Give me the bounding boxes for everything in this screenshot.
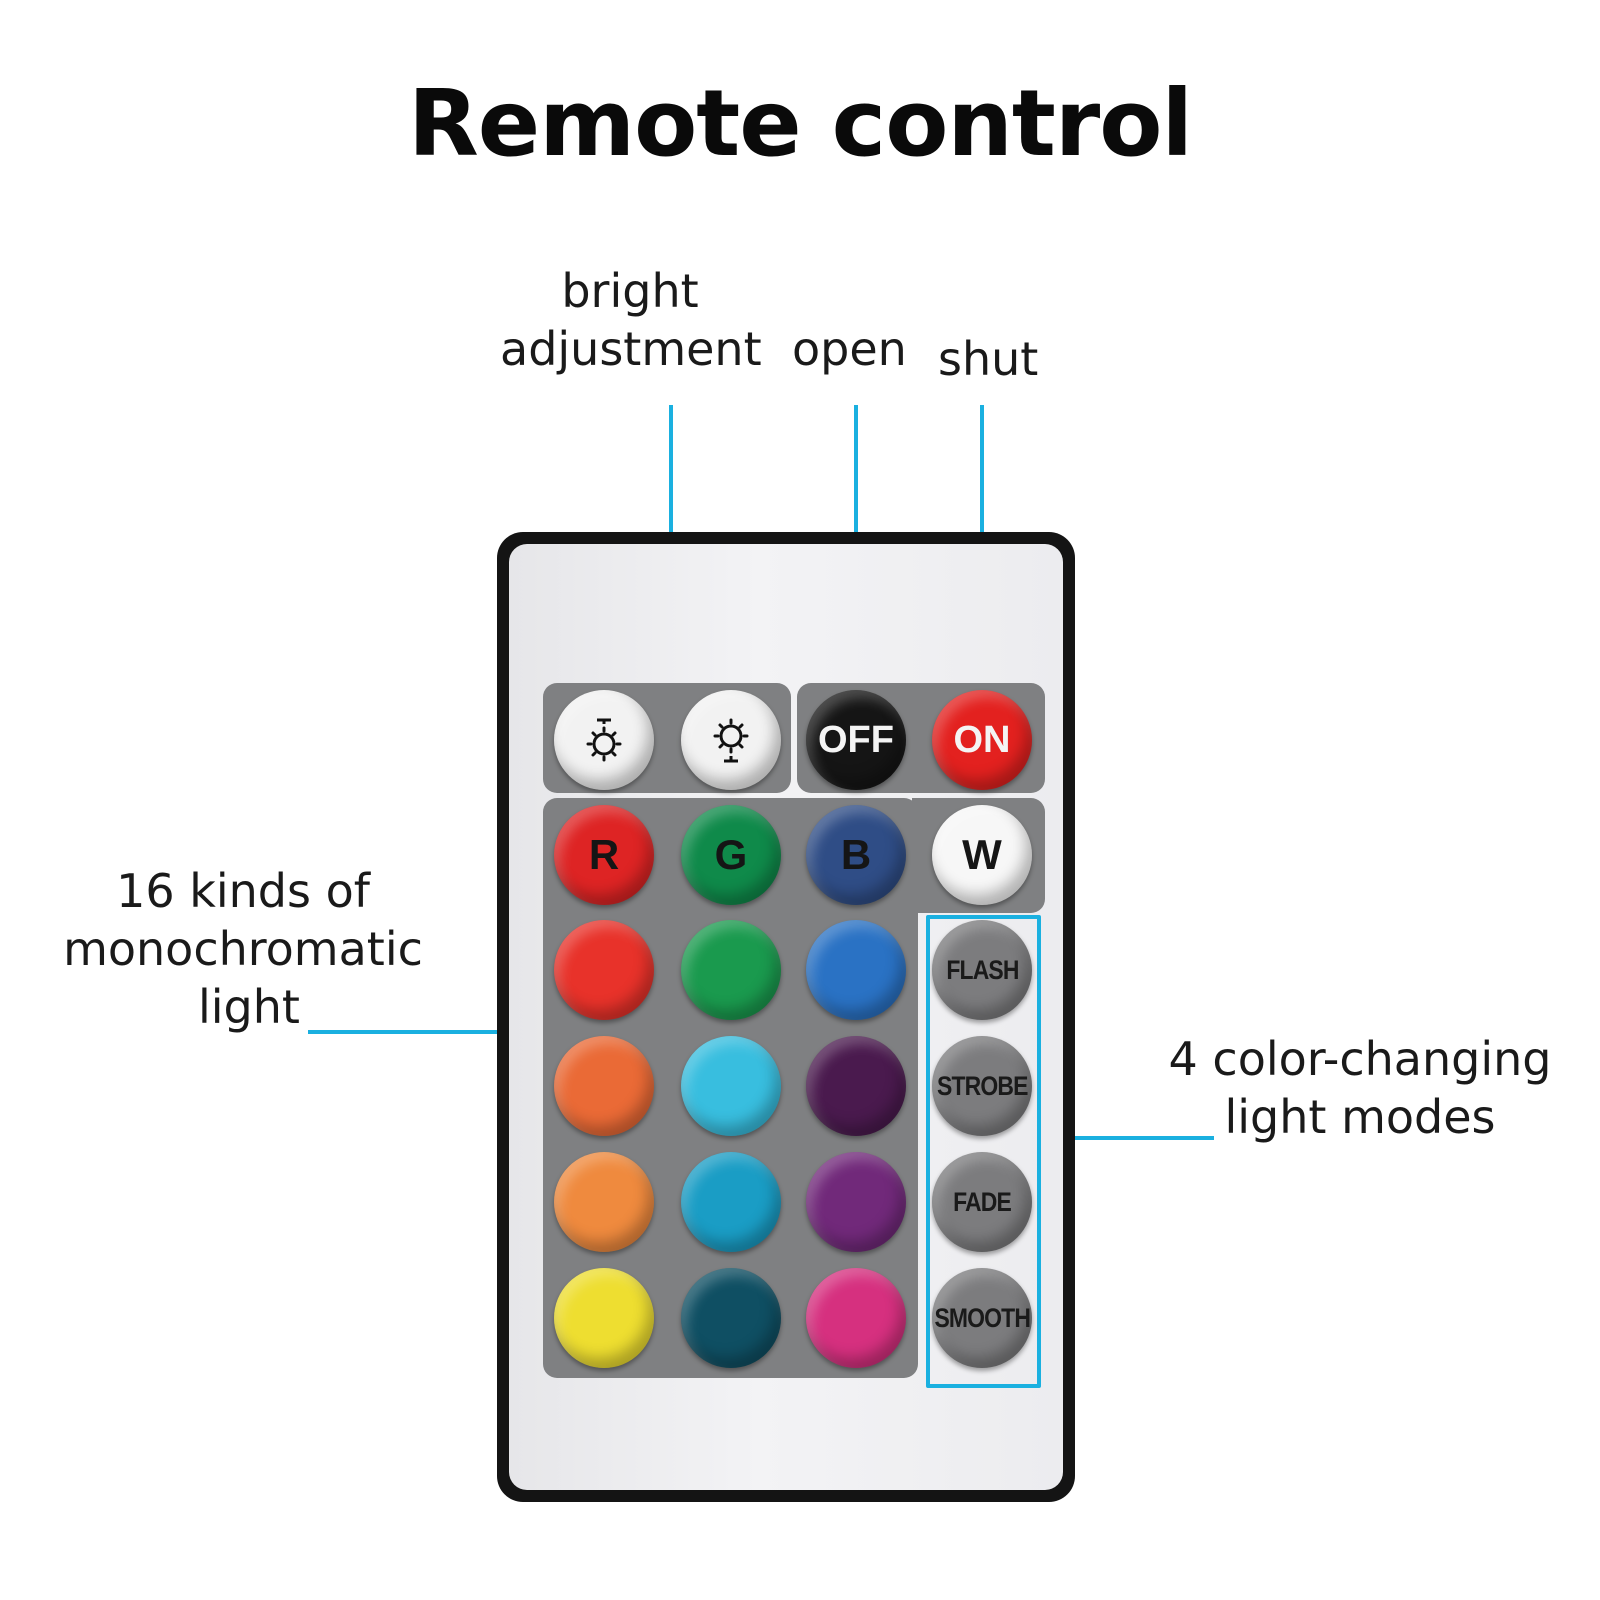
- color-modes-label: 4 color-changing light modes: [1160, 1030, 1560, 1146]
- on-button[interactable]: ON: [932, 690, 1032, 790]
- open-label: open: [792, 322, 907, 376]
- color-button-r4c2[interactable]: [681, 1268, 781, 1368]
- off-button-label: OFF: [818, 718, 894, 761]
- color-button-r1c3[interactable]: [806, 920, 906, 1020]
- color-button-r4c1[interactable]: [554, 1268, 654, 1368]
- on-button-label: ON: [953, 718, 1011, 761]
- bright-label-line1: bright: [561, 264, 699, 318]
- blue-button[interactable]: B: [806, 805, 906, 905]
- color-button-r1c2[interactable]: [681, 920, 781, 1020]
- off-button[interactable]: OFF: [806, 690, 906, 790]
- mono-label-line2: monochromatic: [63, 922, 423, 976]
- shut-label: shut: [938, 332, 1039, 386]
- bright-label-line2: adjustment: [500, 322, 762, 376]
- modes-label-line2: light modes: [1224, 1090, 1496, 1144]
- white-button-label: W: [962, 831, 1002, 878]
- color-button-r1c1[interactable]: [554, 920, 654, 1020]
- mono-label-line1: 16 kinds of: [116, 864, 370, 918]
- modes-highlight-box: [926, 915, 1041, 1388]
- brightness-up-button[interactable]: [554, 690, 654, 790]
- color-button-r3c2[interactable]: [681, 1152, 781, 1252]
- blue-button-label: B: [840, 831, 872, 878]
- color-button-r3c3[interactable]: [806, 1152, 906, 1252]
- color-button-r2c2[interactable]: [681, 1036, 781, 1136]
- brightness-down-button[interactable]: [681, 690, 781, 790]
- mono-callout-line: [308, 1030, 566, 1034]
- white-button[interactable]: W: [932, 805, 1032, 905]
- mono-label-line3: light: [198, 980, 300, 1034]
- color-button-r4c3[interactable]: [806, 1268, 906, 1368]
- brightness-up-icon: [586, 718, 622, 762]
- green-button[interactable]: G: [681, 805, 781, 905]
- color-button-r3c1[interactable]: [554, 1152, 654, 1252]
- bright-adjustment-label: bright adjustment: [500, 262, 762, 378]
- modes-label-line1: 4 color-changing: [1168, 1032, 1552, 1086]
- modes-callout-line: [1044, 1136, 1214, 1140]
- monochromatic-label: 16 kinds of monochromatic light: [58, 862, 428, 1036]
- red-button-label: R: [588, 831, 620, 878]
- page-title: Remote control: [407, 70, 1193, 177]
- red-button[interactable]: R: [554, 805, 654, 905]
- color-button-r2c1[interactable]: [554, 1036, 654, 1136]
- green-button-label: G: [714, 831, 748, 878]
- color-button-r2c3[interactable]: [806, 1036, 906, 1136]
- brightness-down-icon: [713, 718, 749, 763]
